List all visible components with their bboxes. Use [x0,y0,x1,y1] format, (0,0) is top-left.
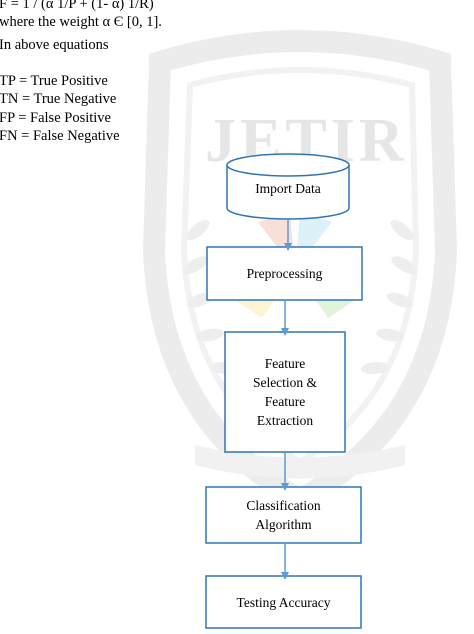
flow-node-testing-box [205,575,362,629]
definition-fn: FN = False Negative [0,128,120,144]
flow-label-classification: Classification Algorithm [246,498,321,532]
flow-node-import-data [226,153,350,220]
flow-node-classification-box [205,486,362,544]
flow-node-feature-box [224,331,346,453]
equations-intro: In above equations [0,37,109,53]
flow-label-import-data: Import Data [255,180,321,196]
weight-note: where the weight α Є [0, 1]. [0,14,162,30]
definition-tn: TN = True Negative [0,91,117,107]
flow-label-preprocessing: Preprocessing [246,266,323,281]
flow-label-feature: Feature Selection & Feature Extraction [252,356,318,428]
flow-label-testing: Testing Accuracy [236,594,331,610]
definition-fp: FP = False Positive [0,110,111,126]
definition-tp: TP = True Positive [0,73,108,89]
equation-line: F = 1 / (α 1/P + (1- α) 1/R) [0,0,154,12]
